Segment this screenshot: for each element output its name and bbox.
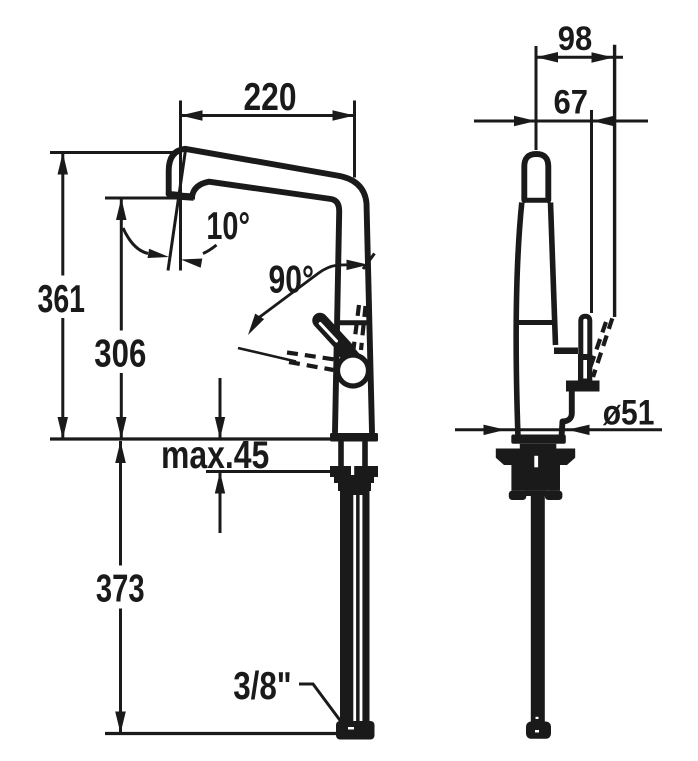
svg-text:306: 306	[94, 333, 146, 376]
svg-text:10°: 10°	[206, 205, 250, 248]
svg-text:ø51: ø51	[603, 393, 655, 433]
svg-text:361: 361	[38, 278, 86, 321]
svg-text:3/8": 3/8"	[233, 665, 292, 708]
svg-text:90°: 90°	[269, 259, 315, 302]
svg-text:373: 373	[96, 568, 145, 611]
svg-text:98: 98	[558, 20, 593, 58]
svg-text:max.45: max.45	[161, 434, 269, 477]
svg-text:220: 220	[244, 76, 297, 119]
svg-text:67: 67	[554, 84, 589, 122]
